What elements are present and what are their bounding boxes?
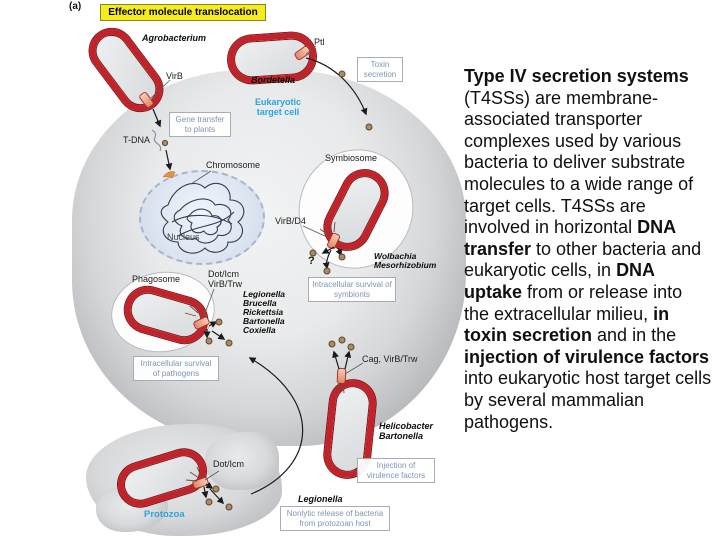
pathogen-survival-box: Intracellular survival of pathogens <box>133 356 219 382</box>
doticm-label: Dot/Icm <box>213 459 245 469</box>
tdna-label: T-DNA <box>123 135 150 145</box>
nucleus-label: Nucleus <box>167 232 200 242</box>
title-box: Effector molecule translocation <box>100 4 266 21</box>
cag-virbtrw-label: Cag, VirB/Trw <box>362 354 418 364</box>
gene-transfer-box: Gene transfer to plants <box>169 112 231 138</box>
phagosome-label: Phagosome <box>132 274 181 284</box>
protozoa-label: Protozoa <box>144 509 185 520</box>
chromosome-label: Chromosome <box>206 160 261 170</box>
symbiosome-label: Symbiosome <box>325 153 378 163</box>
question-mark-label: ? <box>308 255 315 267</box>
panel-label: (a) <box>69 1 82 12</box>
legionella-label: Legionella <box>298 494 343 504</box>
nucleus-shape <box>139 170 265 265</box>
virbd4-label: VirB/D4 <box>275 216 306 226</box>
toxin-secretion-box: Toxin secretion <box>357 57 403 83</box>
t4ss-channel-cag <box>336 367 347 385</box>
nonlytic-release-box: Nonlytic release of bacteria from protoz… <box>280 506 390 532</box>
target-cell-label: Eukaryotic target cell <box>254 97 302 117</box>
virulence-injection-box: Injection of virulence factors <box>357 458 435 484</box>
agrobacterium-label: Agrobacterium <box>142 33 207 43</box>
ptl-label: Ptl <box>314 37 325 47</box>
virb-label: VirB <box>166 71 183 81</box>
symbiont-survival-box: Intracellular survival of symbionts <box>308 277 396 303</box>
bordetella-label: Bordetella <box>251 75 296 85</box>
caption-text: Type IV secretion systems (T4SSs) are me… <box>464 66 712 432</box>
